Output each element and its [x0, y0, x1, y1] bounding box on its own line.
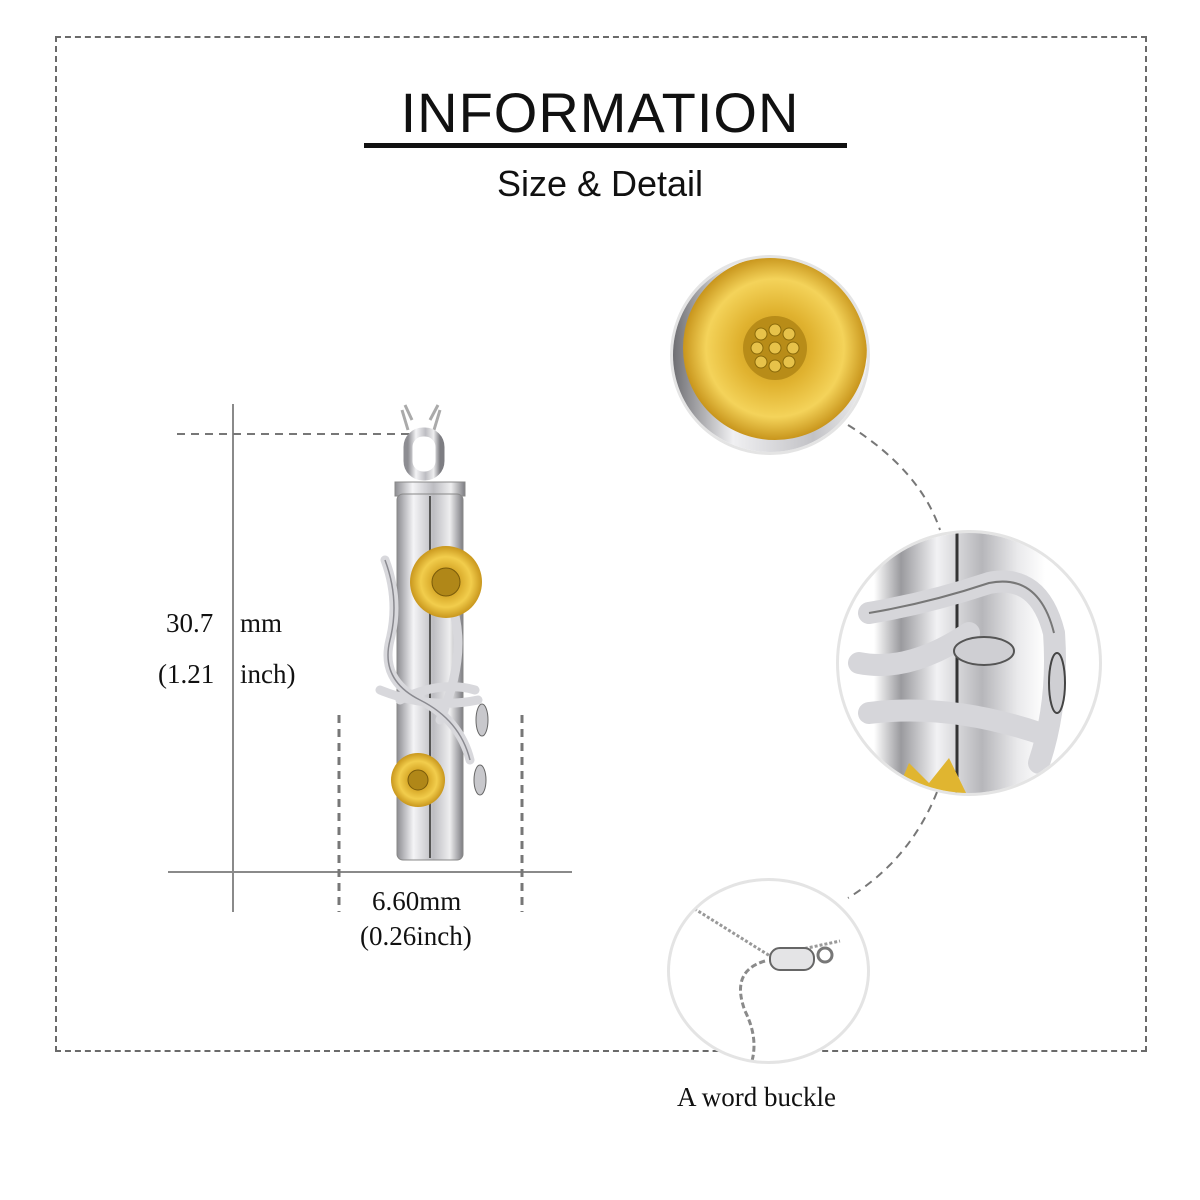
height-imperial-unit: inch) — [240, 659, 296, 689]
sunflower-closeup-image — [673, 258, 867, 452]
page-subtitle: Size & Detail — [496, 163, 704, 204]
height-metric-value: 30.7 — [166, 608, 214, 638]
dashed-frame — [55, 36, 1147, 1052]
sunflower-large — [410, 546, 482, 618]
height-imperial-value: (1.21 — [158, 659, 215, 689]
width-imperial: (0.26inch) — [360, 921, 472, 951]
clasp-caption: A word buckle — [677, 1082, 836, 1112]
page-title: INFORMATION — [400, 81, 800, 144]
sunflower-small — [391, 753, 445, 807]
vine-closeup-image — [848, 533, 1066, 793]
title-underline — [364, 143, 847, 148]
detail-vine-closeup — [836, 530, 1102, 796]
detail-clasp-closeup — [667, 878, 870, 1064]
height-metric-unit: mm — [240, 608, 283, 638]
clasp-closeup-image — [689, 904, 841, 1061]
width-metric: 6.60mm — [372, 886, 462, 916]
detail-sunflower-closeup — [670, 255, 870, 455]
